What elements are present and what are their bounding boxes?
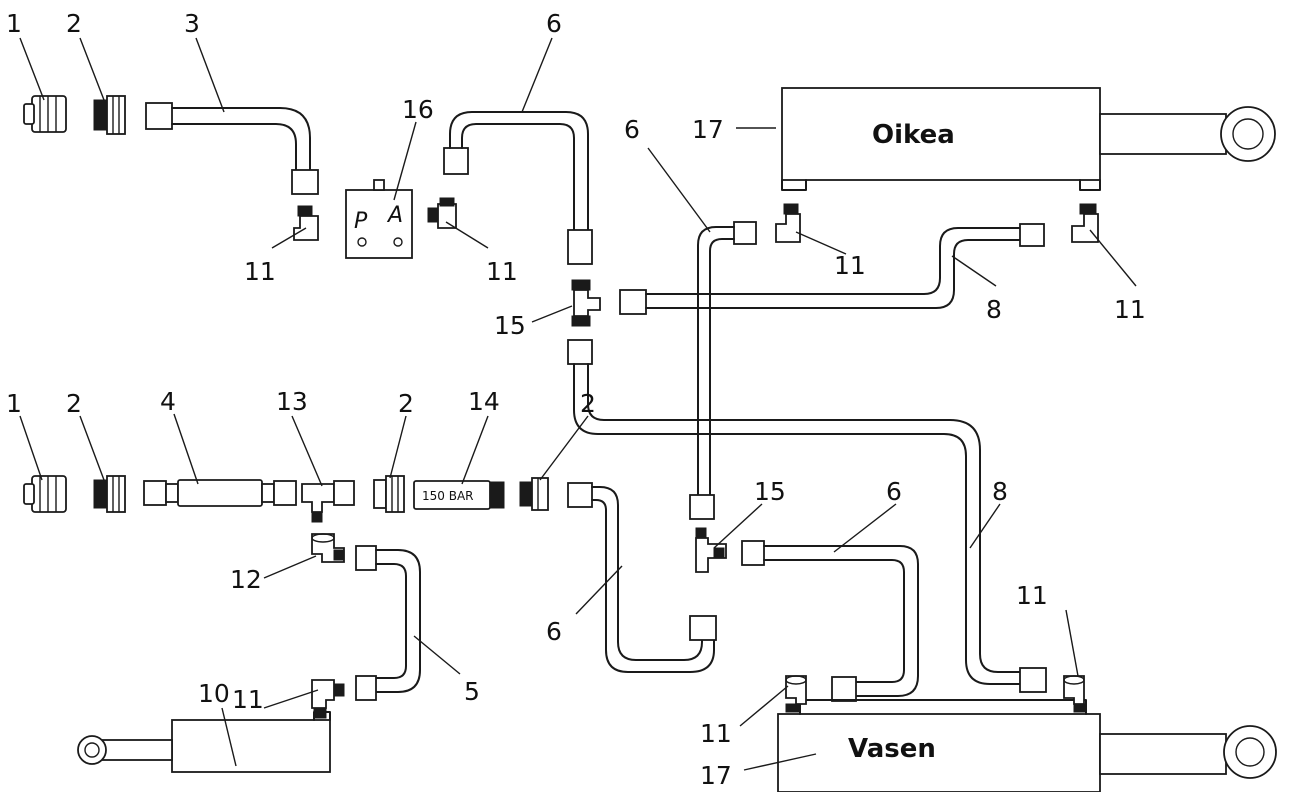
part-number: 8 (992, 477, 1008, 506)
part-number: 6 (886, 477, 902, 506)
valve-label: 150 BAR (422, 489, 474, 503)
part-number: 1 (6, 389, 22, 418)
hose-8-upper (619, 223, 1045, 315)
part-number: 2 (398, 389, 414, 418)
tee-fitting-13 (301, 480, 355, 523)
hydraulic-cylinder-oikea: Oikea (781, 87, 1276, 191)
adapter-middle-1 (93, 475, 126, 513)
elbow-fitting-11-d (1071, 203, 1099, 243)
hose-6-middle (567, 482, 717, 673)
part-number: 5 (464, 677, 480, 706)
part-number: 11 (1016, 581, 1048, 610)
part-number: 15 (494, 311, 526, 340)
part-number: 6 (546, 9, 562, 38)
elbow-fitting-11-f (785, 675, 807, 713)
valve-block-16: P A (345, 179, 413, 259)
quick-coupler-middle (23, 475, 67, 513)
hose-6-top (443, 111, 593, 265)
part-number: 10 (198, 679, 230, 708)
part-number: 13 (276, 387, 308, 416)
part-number: 6 (546, 617, 562, 646)
adapter-middle-3 (519, 477, 549, 511)
cylinder-label-oikea: Oikea (872, 120, 955, 150)
hose-8-lower (567, 339, 1047, 693)
part-number: 3 (184, 9, 200, 38)
part-number: 14 (468, 387, 500, 416)
part-number: 11 (244, 257, 276, 286)
part-number: 6 (624, 115, 640, 144)
elbow-fitting-11-b (427, 197, 457, 229)
tee-fitting-15-upper (571, 279, 601, 327)
part-number: 11 (834, 251, 866, 280)
hose-5 (355, 545, 421, 701)
part-number: 2 (66, 9, 82, 38)
part-number: 15 (754, 477, 786, 506)
part-number: 11 (232, 685, 264, 714)
adapter-middle-2 (373, 475, 405, 513)
hose-3 (145, 102, 319, 195)
block-port-a: A (386, 203, 403, 228)
part-number: 17 (700, 761, 732, 790)
elbow-fitting-11-c (775, 203, 801, 243)
part-number: 2 (66, 389, 82, 418)
part-number: 11 (1114, 295, 1146, 324)
part-number: 11 (700, 719, 732, 748)
part-number: 2 (580, 389, 596, 418)
block-port-p: P (354, 209, 368, 234)
part-number: 16 (402, 95, 434, 124)
elbow-fitting-12 (311, 533, 345, 563)
hose-6-right-lower (741, 540, 919, 702)
cylinder-label-vasen: Vasen (848, 734, 936, 764)
part-number-labels: 1 2 3 6 16 11 11 6 17 11 15 8 11 1 2 4 1… (6, 9, 1146, 790)
adapter-top (93, 95, 126, 135)
part-number: 1 (6, 9, 22, 38)
pressure-valve-14: 150 BAR (413, 480, 505, 510)
hose-6-vertical (689, 221, 757, 520)
part-number: 8 (986, 295, 1002, 324)
hydraulic-cylinder-10 (77, 711, 331, 773)
hose-4 (143, 479, 297, 507)
leader-lines (19, 37, 1137, 771)
hydraulic-cylinder-vasen: Vasen (777, 699, 1277, 792)
part-number: 17 (692, 115, 724, 144)
part-number: 12 (230, 565, 262, 594)
elbow-fitting-11-a (293, 205, 319, 241)
quick-coupler-top (23, 95, 67, 133)
part-number: 11 (486, 257, 518, 286)
elbow-fitting-11-g (1063, 675, 1087, 713)
tee-fitting-15-lower (695, 527, 727, 573)
part-number: 4 (160, 387, 176, 416)
